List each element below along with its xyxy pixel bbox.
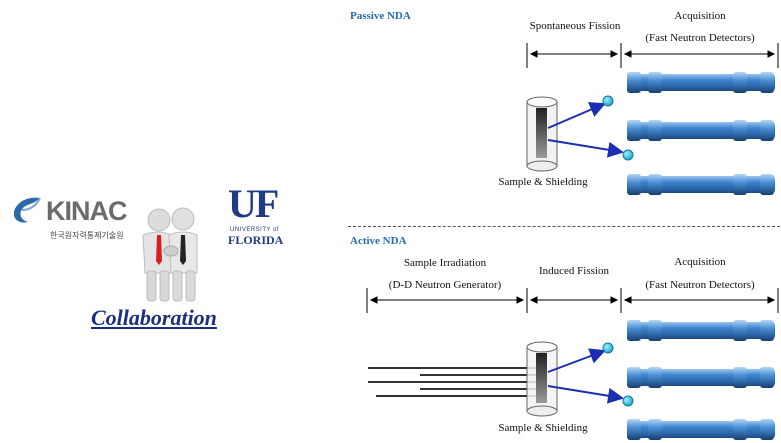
active-sample-label: Sample & Shielding xyxy=(498,422,588,434)
uf-logo: UF UNIVERSITY of FLORIDA xyxy=(228,181,288,250)
passive-detectors-label: (Fast Neutron Detectors) xyxy=(645,32,755,44)
kinac-subtitle: 한국원자력통제기술원 xyxy=(50,231,124,240)
active-nda-title: Active NDA xyxy=(350,235,407,247)
passive-acquisition-label: Acquisition xyxy=(674,10,726,22)
passive-neutron-dot xyxy=(622,149,634,161)
active-neutron-dot xyxy=(622,395,634,407)
passive-nda-title: Passive NDA xyxy=(350,10,411,22)
active-generator-label: (D-D Neutron Generator) xyxy=(388,279,502,291)
passive-detector-tube xyxy=(627,120,775,141)
uf-wordmark: UF xyxy=(228,181,279,226)
active-timeline xyxy=(366,288,779,313)
active-detector-tube xyxy=(627,419,775,440)
passive-sample-label: Sample & Shielding xyxy=(498,176,588,188)
kinac-emblem-icon xyxy=(13,197,41,223)
passive-timeline xyxy=(526,43,779,68)
active-neutron-arrow xyxy=(547,385,624,404)
active-detector-tube xyxy=(627,367,775,388)
uf-florida-label: FLORIDA xyxy=(228,233,284,247)
active-sample-canister xyxy=(526,341,558,417)
passive-detector-tube xyxy=(627,72,775,93)
uf-university-label: UNIVERSITY of xyxy=(230,227,280,233)
collaboration-label: Collaboration xyxy=(91,305,217,330)
active-irradiation-label: Sample Irradiation xyxy=(403,257,487,269)
passive-detector-tube xyxy=(627,174,775,195)
active-detector-tube xyxy=(627,320,775,341)
passive-neutron-arrow xyxy=(547,139,624,158)
passive-neutron-arrow xyxy=(547,102,606,129)
passive-neutron-dot xyxy=(602,95,614,107)
active-induced-fission-label: Induced Fission xyxy=(539,265,609,277)
section-divider xyxy=(348,226,780,227)
active-neutron-arrow xyxy=(547,348,606,373)
active-acquisition-label: Acquisition xyxy=(674,256,726,268)
handshake-people-icon xyxy=(142,207,198,302)
active-neutron-dot xyxy=(602,342,614,354)
active-detectors-label: (Fast Neutron Detectors) xyxy=(645,279,755,291)
kinac-logo: KINAC 한국원자력통제기술원 xyxy=(10,190,127,240)
passive-spontaneous-fission-label: Spontaneous Fission xyxy=(529,20,621,32)
passive-nda-diagram xyxy=(526,43,779,195)
passive-sample-canister xyxy=(526,96,558,172)
kinac-wordmark: KINAC xyxy=(46,196,127,226)
neutron-beam-lines xyxy=(368,367,545,397)
